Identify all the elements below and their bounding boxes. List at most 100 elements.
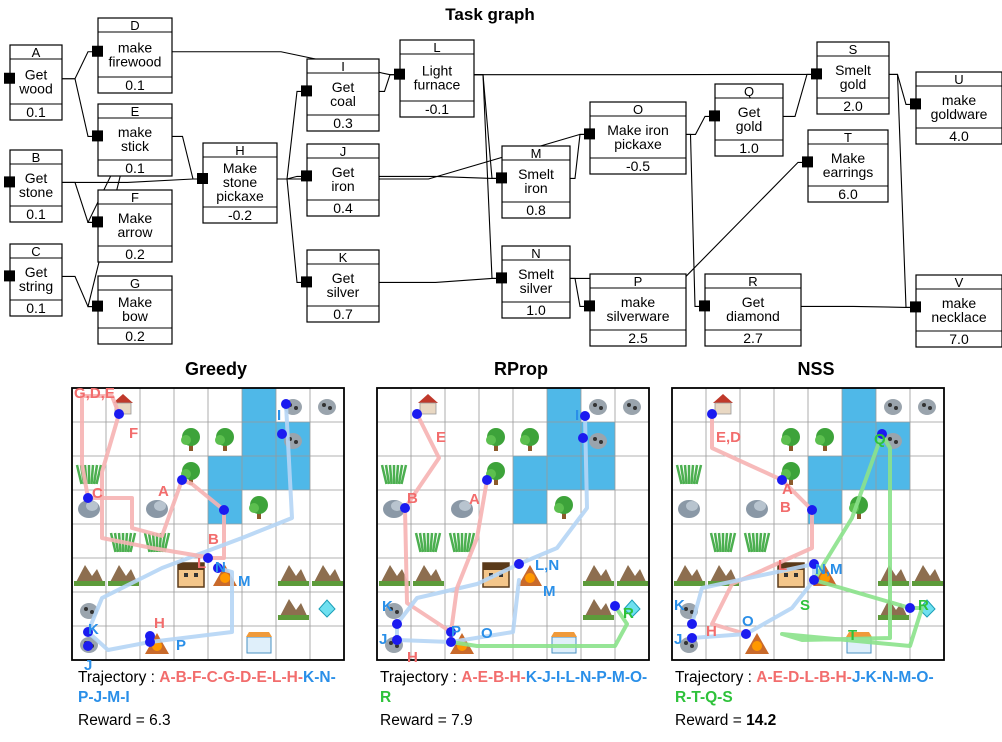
rock-icon xyxy=(383,500,405,518)
mountain-icon xyxy=(583,599,614,620)
node-reward: 2.0 xyxy=(843,98,863,114)
subtask-label: J xyxy=(84,657,92,674)
node-letter: B xyxy=(32,150,41,165)
grass-icon xyxy=(448,532,476,553)
subtask-label: N xyxy=(215,559,226,576)
node-letter: K xyxy=(339,250,348,265)
reward-text: Reward = 14.2 xyxy=(675,712,776,730)
ore-icon xyxy=(884,399,902,415)
graph-title: Task graph xyxy=(445,5,534,24)
node-letter: Q xyxy=(744,84,754,99)
node-input-port xyxy=(394,68,405,80)
node-input-port xyxy=(910,301,921,313)
rock-icon xyxy=(78,500,100,518)
node-input-port xyxy=(802,156,813,168)
mountain-icon xyxy=(617,565,648,586)
graph-edge-Q-S xyxy=(783,73,817,117)
subtask-label: A xyxy=(158,483,169,500)
node-reward: -0.1 xyxy=(425,101,449,117)
mountain-icon xyxy=(278,565,309,586)
subtask-label: G,D,E xyxy=(74,385,115,402)
node-input-port xyxy=(197,173,208,184)
node-label-line: pickaxe xyxy=(216,188,264,204)
agent-position-dot xyxy=(741,629,751,639)
tree-icon xyxy=(215,428,234,451)
node-label-line: furnace xyxy=(414,77,461,93)
agent-position-dot xyxy=(905,603,915,613)
furnace-icon xyxy=(745,633,769,654)
agent-position-dot xyxy=(446,627,456,637)
node-label-line: Get xyxy=(738,104,761,120)
shop-icon xyxy=(551,632,577,654)
node-reward: 2.5 xyxy=(628,330,648,346)
water-icon xyxy=(242,388,276,422)
node-label-line: string xyxy=(19,278,53,294)
panel-title: NSS xyxy=(797,359,834,379)
tree-icon xyxy=(554,496,573,519)
ore-icon xyxy=(589,433,607,449)
trajectory-sequence: L-H- xyxy=(272,669,304,686)
water-icon xyxy=(547,388,581,422)
graph-edge-H-I xyxy=(277,90,307,180)
subtask-label: L xyxy=(778,557,787,574)
agent-position-dot xyxy=(687,633,697,643)
tree-icon xyxy=(181,462,200,485)
agent-position-dot xyxy=(219,505,229,515)
tree-icon xyxy=(486,428,505,451)
subtask-label: H xyxy=(407,649,418,666)
graph-edge-K-N xyxy=(379,277,502,283)
trajectory-label: Trajectory : xyxy=(675,669,757,686)
graph-edge-N-T xyxy=(570,161,808,279)
agent-position-dot xyxy=(392,635,402,645)
grass-icon xyxy=(709,532,737,553)
node-letter: O xyxy=(633,102,643,117)
subtask-label: K xyxy=(88,621,99,638)
subtask-label: A xyxy=(469,491,480,508)
node-letter: I xyxy=(341,59,345,74)
subtask-label: R xyxy=(918,597,929,614)
node-label-line: stone xyxy=(223,174,257,190)
panel-title: RProp xyxy=(494,359,548,379)
water-icon xyxy=(547,422,581,456)
node-label-line: Smelt xyxy=(518,166,554,182)
trajectory-sequence: J- xyxy=(851,669,866,686)
node-label-line: Smelt xyxy=(518,266,554,282)
trajectory-sequence: R xyxy=(380,689,392,706)
node-label-line: Make xyxy=(118,294,152,310)
agent-position-dot xyxy=(580,411,590,421)
node-label-line: Make xyxy=(223,160,257,176)
node-input-port xyxy=(92,216,103,228)
subtask-label: P xyxy=(176,637,186,654)
rock-icon xyxy=(146,500,168,518)
node-input-port xyxy=(301,276,312,288)
node-label-line: coal xyxy=(330,93,356,109)
node-label-line: Get xyxy=(332,270,355,286)
ore-icon xyxy=(918,399,936,415)
node-reward: 4.0 xyxy=(949,128,969,144)
node-reward: 0.7 xyxy=(333,306,353,322)
mountain-icon xyxy=(912,565,943,586)
node-letter: N xyxy=(531,246,540,261)
trajectory-sequence: K-N-P-J-M-I xyxy=(78,669,336,706)
node-input-port xyxy=(584,128,595,140)
node-reward: 7.0 xyxy=(949,331,969,347)
subtask-label: R xyxy=(623,605,634,622)
grass-icon xyxy=(675,464,703,485)
subtask-label: H xyxy=(706,623,717,640)
mountain-icon xyxy=(74,565,105,586)
node-letter: P xyxy=(634,274,643,289)
subtask-label: J xyxy=(379,631,387,648)
mountain-icon xyxy=(583,565,614,586)
